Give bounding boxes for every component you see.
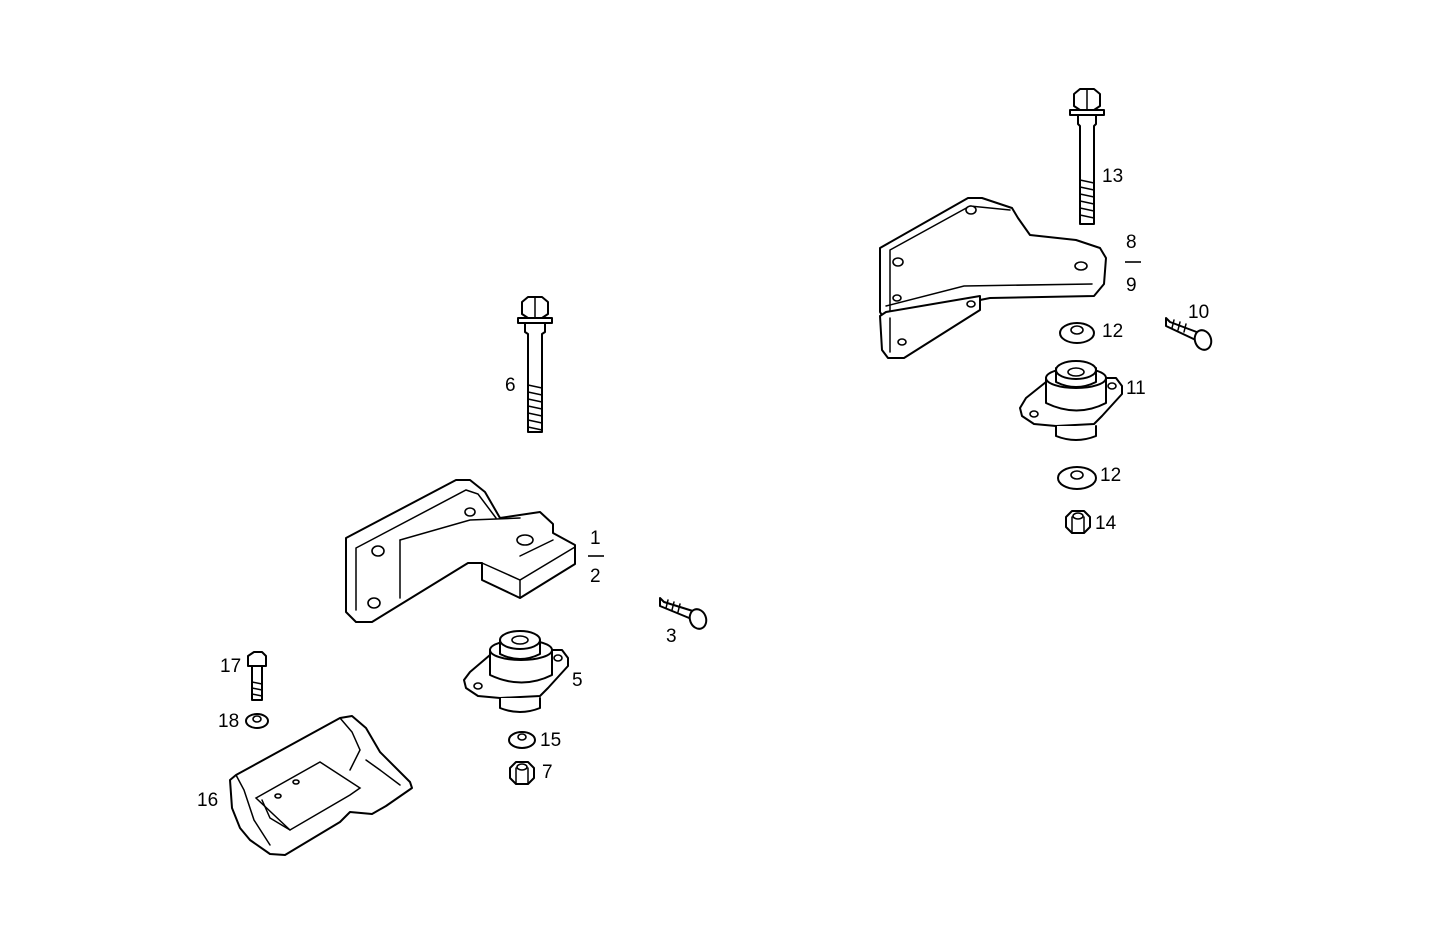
rubber-mount-part-5 — [463, 630, 569, 713]
callout-8: 8 — [1126, 232, 1137, 253]
washer-part-15 — [508, 731, 536, 749]
callout-12-upper: 12 — [1102, 321, 1123, 342]
bolt-part-10 — [1165, 317, 1213, 351]
callout-9: 9 — [1126, 275, 1137, 296]
callout-6: 6 — [505, 375, 516, 396]
callout-17: 17 — [220, 656, 241, 677]
callout-2: 2 — [590, 566, 601, 587]
callout-14: 14 — [1095, 513, 1117, 534]
nut-part-14 — [1065, 510, 1091, 534]
bolt-part-17 — [247, 651, 267, 701]
bracket-part-8-9 — [879, 197, 1107, 359]
shield-part-16 — [229, 715, 413, 856]
callout-1: 1 — [590, 528, 601, 549]
callout-10: 10 — [1188, 302, 1209, 323]
washer-part-12-upper — [1059, 322, 1095, 344]
callout-5: 5 — [572, 670, 583, 691]
washer-part-12-lower — [1057, 466, 1097, 490]
bracket-part-1-2 — [345, 479, 576, 623]
washer-part-18 — [245, 713, 269, 729]
rubber-mount-part-11 — [1019, 360, 1123, 441]
nut-part-7 — [509, 761, 535, 785]
callout-11: 11 — [1126, 378, 1146, 399]
bolt-part-13 — [1069, 88, 1105, 225]
callout-18: 18 — [218, 711, 239, 732]
callout-13: 13 — [1102, 166, 1123, 187]
bolt-part-3 — [659, 597, 708, 630]
bolt-part-6 — [517, 296, 553, 433]
callout-12-lower: 12 — [1100, 465, 1121, 486]
callout-7: 7 — [542, 762, 553, 783]
callout-3: 3 — [666, 626, 677, 647]
callout-15: 15 — [540, 730, 561, 751]
callout-16: 16 — [197, 790, 218, 811]
